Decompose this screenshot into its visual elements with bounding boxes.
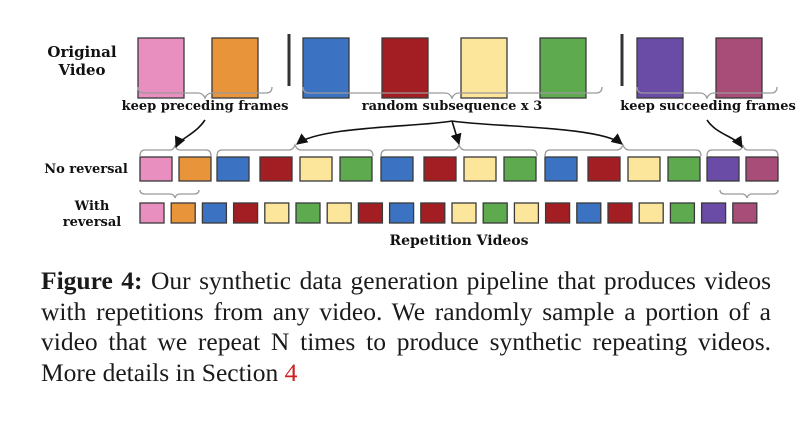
no-reversal-frame-blue [216,156,250,182]
with-reversal-frame-green [295,202,321,224]
with-reversal-label-line1: With [74,199,110,214]
original-frame-yellow [460,37,508,99]
pipeline-diagram: Original Video No reversal With reversal… [44,34,796,249]
with-reversal-frame-purple [700,202,727,224]
keep-succeeding-frames-label: keep succeeding frames [620,99,796,114]
with-reversal-frame-pink [139,202,165,224]
with-reversal-frame-red [607,202,633,224]
figure-caption: Figure 4: Our synthetic data generation … [41,266,771,388]
with-reversal-frame-blue [576,202,602,224]
no-reversal-frame-green [503,156,537,182]
with-reversal-frame-yellow [264,202,290,224]
brace-succeeding [636,86,778,100]
with-reversal-frame-green [669,202,696,224]
brace-wr-preceding [139,189,200,199]
no-reversal-frame-blue [544,156,578,182]
repetition-videos-label: Repetition Videos [389,233,528,249]
with-reversal-frame-red [544,202,571,224]
arrow-succeeding [706,119,743,148]
brace-subsequence [302,86,603,100]
arrow-rep2 [450,120,462,146]
original-video-frames [137,37,763,99]
no-reversal-frame-red [587,156,621,182]
section-reference-link[interactable]: 4 [284,357,298,387]
with-reversal-frame-blue [388,202,415,224]
with-reversal-frame-blue [201,202,228,224]
with-reversal-frames [139,202,758,224]
random-subsequence-label: random subsequence x 3 [362,99,543,114]
brace-nr-rep3 [544,143,702,157]
no-reversal-frame-blue [380,156,414,182]
no-reversal-frame-yellow [299,156,333,182]
brace-preceding [137,86,273,100]
with-reversal-frame-yellow [513,202,540,224]
arrow-rep3 [451,120,623,145]
with-reversal-frame-orange [170,202,196,224]
with-reversal-frame-green [482,202,508,224]
no-reversal-frame-magenta [745,156,779,182]
no-reversal-frame-pink [139,156,173,182]
no-reversal-frame-green [339,156,373,182]
original-frame-red [381,37,429,99]
brace-nr-rep2 [380,143,538,157]
with-reversal-frame-red [357,202,384,224]
original-frame-orange [211,37,259,99]
original-video-label-line1: Original [47,43,116,61]
original-frame-magenta [715,37,763,99]
caption-text: Our synthetic data generation pipeline t… [41,266,771,387]
no-reversal-frame-red [423,156,457,182]
no-reversal-frame-yellow [463,156,497,182]
with-reversal-frame-yellow [451,202,477,224]
with-reversal-frame-red [232,202,259,224]
with-reversal-label-line2: reversal [63,215,122,230]
with-reversal-frame-yellow [638,202,664,224]
original-frame-green [539,37,587,99]
keep-preceding-frames-label: keep preceding frames [122,99,289,114]
original-frame-pink [137,37,185,99]
no-reversal-label: No reversal [44,162,128,177]
with-reversal-frame-yellow [326,202,352,224]
no-reversal-frame-green [667,156,701,182]
brace-nr-rep1 [216,143,374,157]
no-reversal-frame-yellow [627,156,661,182]
arrow-preceding [174,119,206,149]
no-reversal-frames [139,156,779,182]
original-video-label-line2: Video [57,61,105,79]
with-reversal-frame-magenta [732,202,758,224]
original-frame-purple [636,37,684,99]
with-reversal-frame-red [420,202,446,224]
original-frame-blue [302,37,350,99]
no-reversal-frame-purple [706,156,740,182]
no-reversal-frame-orange [178,156,212,182]
figure-label: Figure 4: [41,266,143,295]
no-reversal-frame-red [259,156,293,182]
brace-wr-succeeding [719,189,779,199]
brace-nr-succeeding [706,144,779,157]
arrow-rep1 [296,120,453,145]
